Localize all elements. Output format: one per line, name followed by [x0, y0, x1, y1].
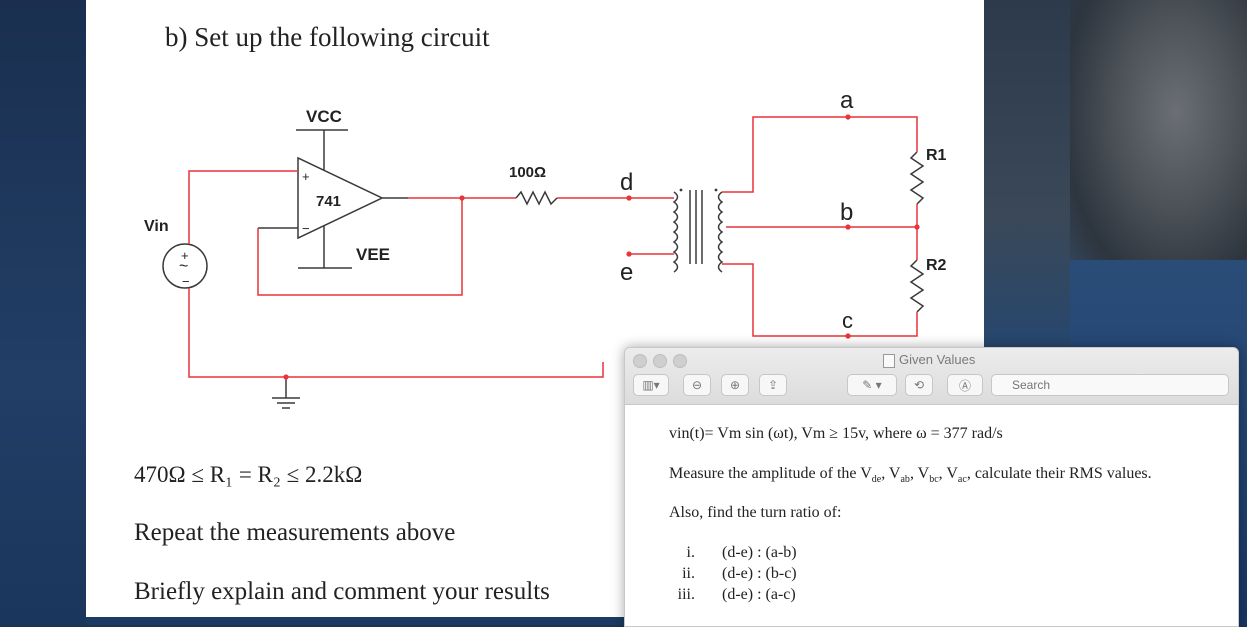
explain-text: Briefly explain and comment your results [134, 578, 550, 605]
node-b-label: b [840, 199, 853, 226]
markup-toolbar-button[interactable]: Ⓐ [947, 374, 983, 396]
source-tilde: ~ [179, 258, 188, 275]
given-line-2: Measure the amplitude of the Vde, Vab, V… [669, 465, 1152, 486]
source-plus: + [181, 248, 189, 263]
share-icon: ⇪ [767, 378, 779, 392]
zoom-button[interactable] [673, 354, 687, 368]
circuit-diagram: VCC VEE 741 + − Vin + ~ − 100Ω d e a b c… [144, 87, 947, 409]
node-d-label: d [620, 169, 633, 196]
sidebar-icon: ▥▾ [642, 378, 660, 392]
vin-label: Vin [144, 218, 169, 235]
zoom-in-button[interactable]: ⊕ [721, 374, 749, 396]
desktop-left-strip [0, 0, 86, 625]
opamp-minus: − [302, 221, 310, 236]
sub-bc: bc [929, 474, 939, 486]
r2-label: R2 [926, 257, 947, 274]
close-button[interactable] [633, 354, 647, 368]
opamp-label: 741 [316, 193, 341, 210]
window-titlebar: Given Values ▥▾ ⊖ ⊕ ⇪ ✎ ▾ ⟲ Ⓐ ⌕ [625, 348, 1238, 405]
list-item: (d-e) : (a-b) [722, 544, 797, 561]
list-item: (d-e) : (b-c) [722, 565, 797, 582]
item-number: i. [686, 544, 695, 561]
zoom-in-icon: ⊕ [729, 378, 741, 392]
item-number: iii. [677, 586, 695, 603]
given-line-3: Also, find the turn ratio of: [669, 504, 842, 521]
window-content: vin(t)= Vm sin (ωt), Vm ≥ 15v, where ω =… [625, 405, 1238, 626]
given-line-1: vin(t)= Vm sin (ωt), Vm ≥ 15v, where ω =… [669, 425, 1003, 442]
opamp-plus: + [302, 169, 310, 184]
opamp-triangle [297, 156, 384, 240]
circuit-wires [188, 116, 918, 378]
source-minus: − [182, 274, 190, 289]
vcc-label: VCC [306, 107, 342, 126]
node-c-label: c [842, 308, 853, 333]
sub-ac: ac [957, 474, 967, 486]
node-a-label: a [840, 87, 854, 114]
item-number: ii. [682, 565, 695, 582]
ac-source [162, 243, 208, 289]
markup-pen-button[interactable]: ✎ ▾ [847, 374, 897, 396]
node-e-label: e [620, 259, 633, 286]
vee-label: VEE [356, 245, 390, 264]
section-title: b) Set up the following circuit [165, 22, 490, 52]
preview-window: Given Values ▥▾ ⊖ ⊕ ⇪ ✎ ▾ ⟲ Ⓐ ⌕ vin(t)= … [624, 347, 1239, 627]
zoom-out-icon: ⊖ [691, 378, 703, 392]
markup-icon: Ⓐ [958, 378, 971, 393]
pen-icon: ✎ ▾ [862, 378, 882, 392]
sub-ab: ab [900, 474, 910, 486]
search-input[interactable] [991, 374, 1229, 396]
window-title: Given Values [899, 352, 976, 367]
repeat-text: Repeat the measurements above [134, 519, 456, 546]
sidebar-toggle-button[interactable]: ▥▾ [633, 374, 669, 396]
wallpaper-rocks [1070, 0, 1247, 280]
line2-prefix: Measure the amplitude of the V [669, 465, 872, 482]
list-item: (d-e) : (a-c) [722, 586, 796, 603]
zoom-out-button[interactable]: ⊖ [683, 374, 711, 396]
sub-de: de [871, 474, 882, 486]
share-button[interactable]: ⇪ [759, 374, 787, 396]
rotate-icon: ⟲ [913, 378, 925, 392]
r1-label: R1 [926, 147, 947, 164]
line2-suffix: calculate their RMS values. [974, 465, 1152, 482]
resistor-value: 100Ω [509, 164, 546, 181]
minimize-button[interactable] [653, 354, 667, 368]
rotate-button[interactable]: ⟲ [905, 374, 933, 396]
document-icon [883, 354, 895, 368]
resistor-range-text: 470Ω ≤ R₁ = R₂ ≤ 2.2kΩ [134, 462, 363, 487]
